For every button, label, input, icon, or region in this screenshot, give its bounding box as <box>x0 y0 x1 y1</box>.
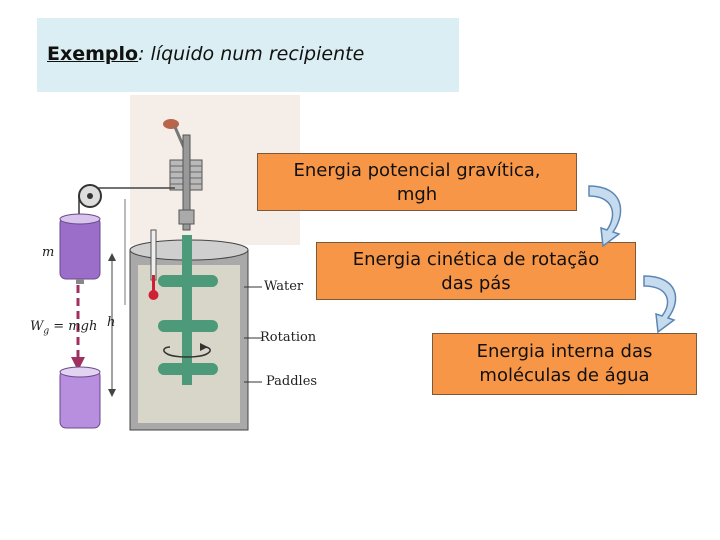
box-kinetic-line1: Energia cinética de rotação <box>352 249 600 270</box>
curved-arrow-2-icon <box>643 275 677 334</box>
paddle-lower <box>158 363 218 375</box>
box-internal-line2: moléculas de água <box>479 365 650 386</box>
mass-top <box>59 216 101 280</box>
work-label: Wg = mgh <box>30 319 98 337</box>
box-internal-line1: Energia interna das <box>476 341 653 362</box>
title-rest: : líquido num recipiente <box>138 43 365 65</box>
water-label: Water <box>264 279 304 294</box>
energy-box-internal: Energia interna das moléculas de água <box>432 333 697 395</box>
paddle-shaft <box>182 235 192 385</box>
rotation-label: Rotation <box>260 330 317 345</box>
mass-label: m <box>42 245 55 260</box>
title-box: Exemplo: líquido num recipiente <box>37 18 459 92</box>
box-potential-line1: Energia potencial gravítica, <box>293 160 541 181</box>
joule-apparatus-figure: m Wg = mgh h Water Rotation Paddles <box>30 95 330 435</box>
box-kinetic-line2: das pás <box>441 273 511 294</box>
thermometer <box>150 229 157 281</box>
energy-box-kinetic: Energia cinética de rotação das pás <box>316 242 636 300</box>
crank-handle <box>163 119 179 129</box>
slide-title: Exemplo: líquido num recipiente <box>47 43 364 65</box>
energy-box-potential: Energia potencial gravítica, mgh <box>257 153 577 211</box>
paddle-middle <box>158 320 218 332</box>
title-keyword: Exemplo <box>47 43 139 65</box>
paddles-label: Paddles <box>266 374 318 389</box>
curved-arrow-1-icon <box>588 185 622 248</box>
paddle-upper <box>158 275 218 287</box>
height-label: h <box>107 315 116 330</box>
shaft <box>182 134 191 231</box>
box-potential-line2: mgh <box>396 184 438 205</box>
rotation-arrow <box>163 346 211 358</box>
mass-bottom <box>59 369 101 429</box>
